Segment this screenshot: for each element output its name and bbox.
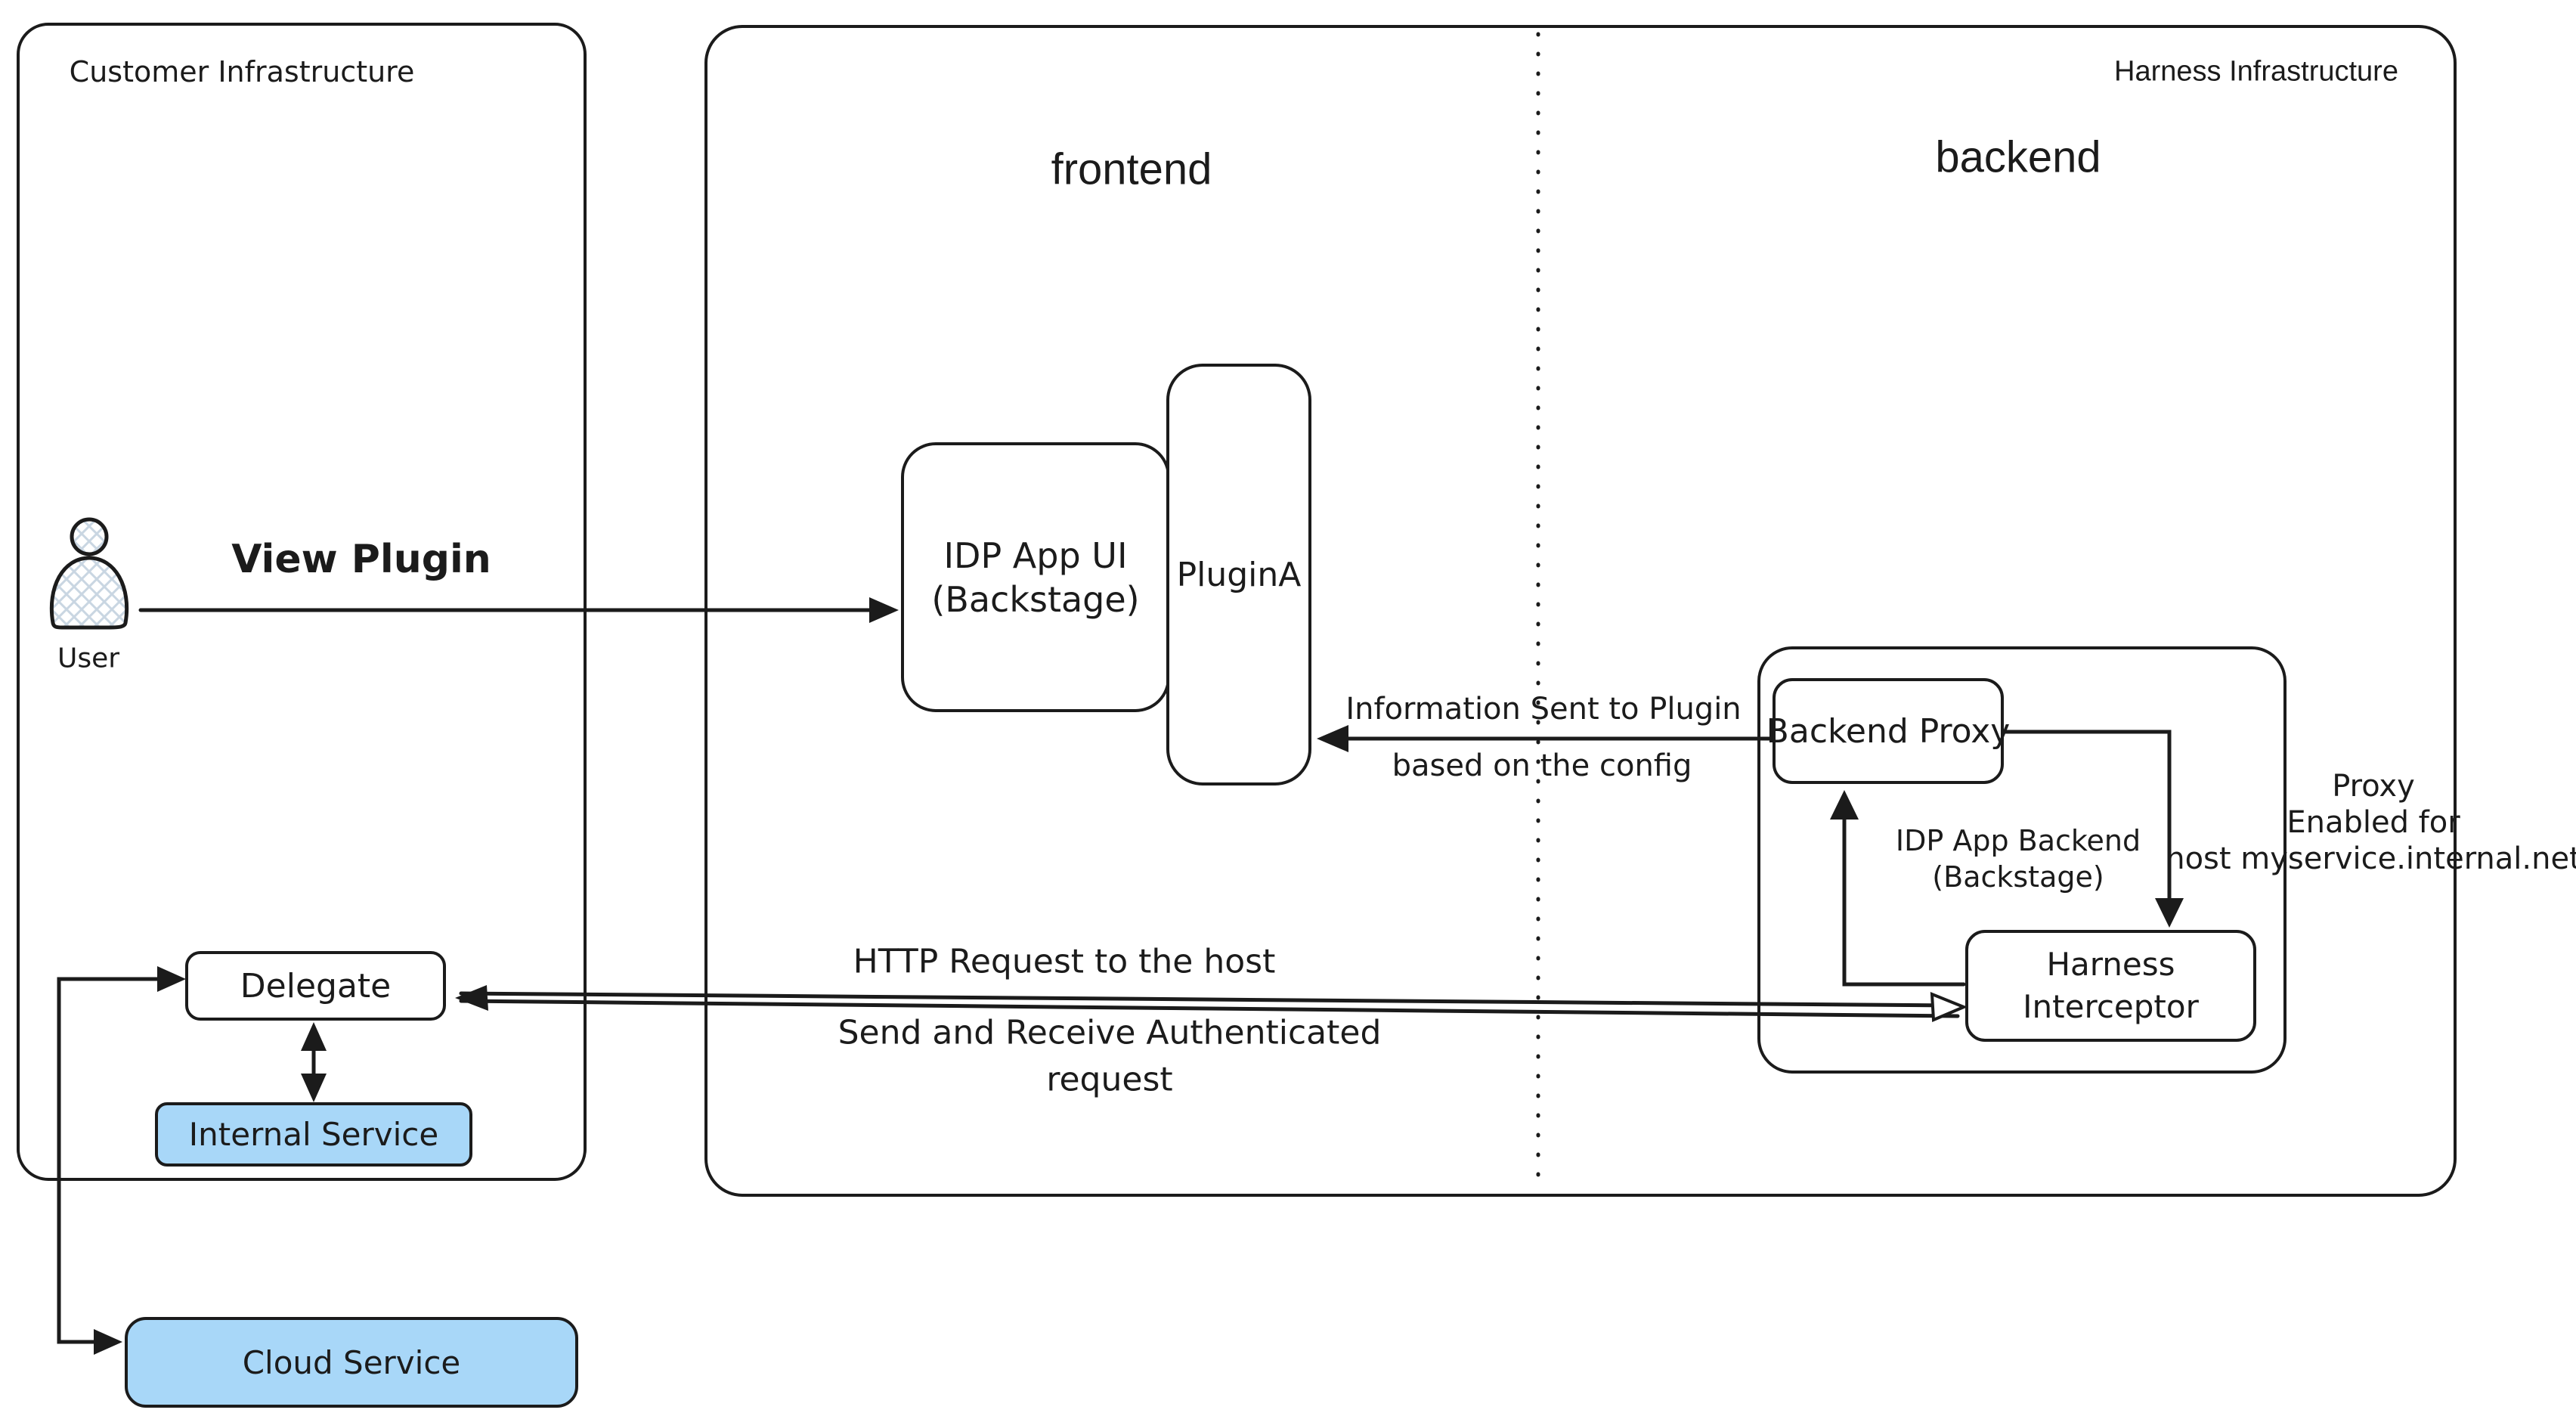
frontend-section-label: frontend (1051, 144, 1212, 194)
http-request-label-above: HTTP Request to the host (853, 942, 1276, 981)
view-plugin-label: View Plugin (231, 537, 491, 582)
http-request-label-below1: Send and Receive Authenticated (838, 1013, 1382, 1052)
proxy-note-line3: host myservice.internal.net (2166, 841, 2576, 876)
idp-app-ui-subtitle: (Backstage) (931, 578, 1140, 620)
customer-container-label: Customer Infrastructure (69, 55, 415, 88)
internal-service-box: Internal Service (155, 1102, 472, 1167)
backend-proxy-label: Backend Proxy (1766, 711, 2011, 751)
user-label: User (57, 643, 120, 674)
info-sent-label-line2: based on the config (1392, 748, 1692, 783)
info-sent-label-line1: Information Sent to Plugin (1345, 692, 1742, 727)
idp-app-backend-subtitle: (Backstage) (1932, 860, 2104, 894)
plugin-a-label: PluginA (1176, 555, 1302, 594)
proxy-note-line1: Proxy (2332, 769, 2415, 804)
harness-interceptor-line1: Harness (2046, 946, 2175, 983)
backend-proxy-box: Backend Proxy (1766, 678, 2010, 784)
idp-app-ui-box: IDP App UI (Backstage) (901, 442, 1170, 712)
cloud-connector-arrowhead (94, 1329, 122, 1355)
harness-interceptor-box: Harness Interceptor (1965, 930, 2256, 1042)
user-icon (49, 517, 129, 630)
proxy-note: Proxy Enabled for host myservice.interna… (2166, 768, 2576, 877)
harness-interceptor-line2: Interceptor (2023, 988, 2199, 1025)
delegate-box: Delegate (185, 951, 446, 1021)
idp-app-backend-title: IDP App Backend (1895, 824, 2141, 857)
cloud-service-box: Cloud Service (125, 1317, 578, 1408)
delegate-label: Delegate (240, 966, 392, 1005)
idp-app-ui-title: IDP App UI (943, 534, 1128, 576)
http-request-label-below2: request (1046, 1060, 1173, 1099)
idp-app-backend-label: IDP App Backend (Backstage) (1896, 823, 2141, 895)
cloud-service-label: Cloud Service (242, 1343, 461, 1381)
plugin-a-box: PluginA (1166, 364, 1311, 785)
harness-container-label: Harness Infrastructure (2114, 55, 2398, 88)
proxy-note-line2: Enabled for (2287, 805, 2460, 840)
backend-section-label: backend (1935, 132, 2101, 182)
internal-service-label: Internal Service (188, 1116, 439, 1153)
